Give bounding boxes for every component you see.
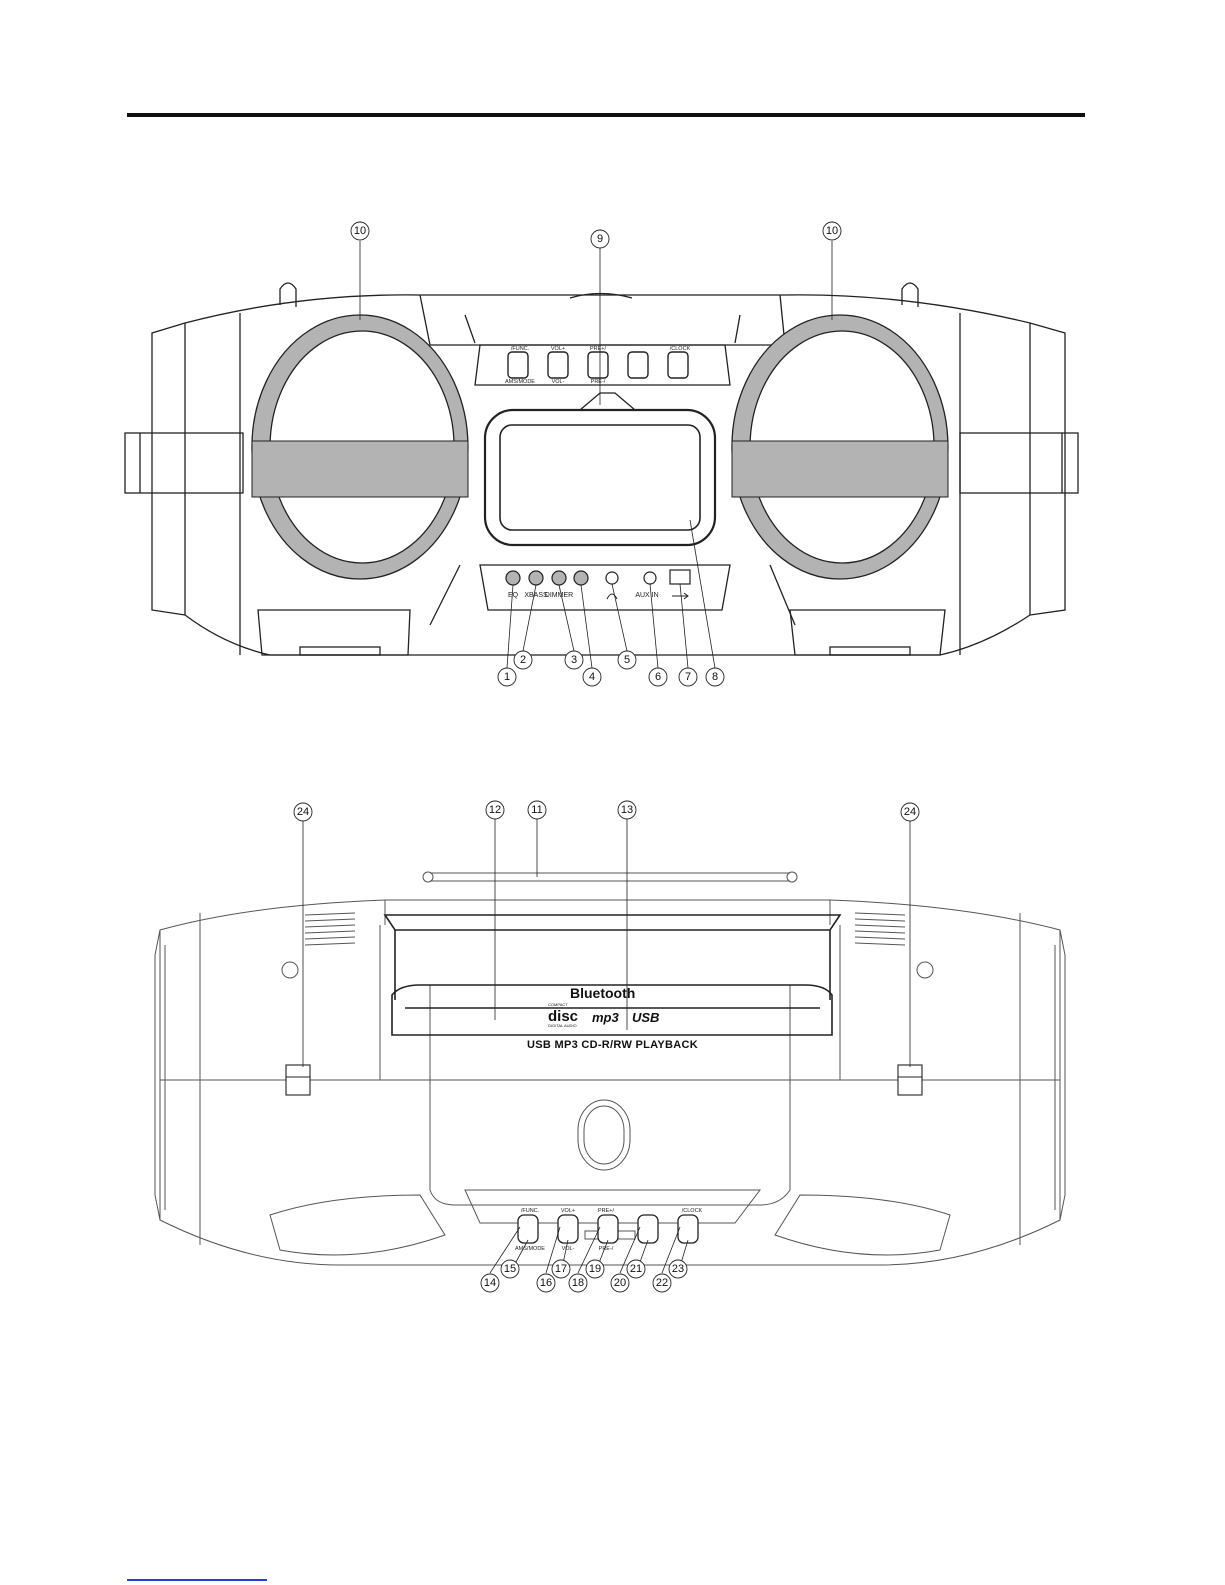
right-wing — [775, 1195, 950, 1255]
eq-button[interactable] — [506, 571, 520, 585]
callout-10-left-text: 10 — [354, 225, 366, 237]
skip-button[interactable] — [638, 1215, 658, 1243]
cd-open-button[interactable] — [578, 1100, 630, 1170]
usb-icon — [672, 593, 688, 599]
callout-9-text: 9 — [597, 233, 603, 245]
callout-21-text: 21 — [630, 1263, 642, 1275]
label-func: /FUNC. — [511, 346, 530, 352]
left-wing — [270, 1195, 445, 1255]
display-window — [500, 425, 700, 530]
play-pause-clock-button[interactable] — [678, 1215, 698, 1243]
aux-in-jack[interactable] — [644, 572, 656, 584]
boombox-front-view-figure: /FUNC. AMS/MODE VOL+ VOL- PRE+/ PRE-/ /C… — [0, 215, 1225, 695]
playback-text: USB MP3 CD-R/RW PLAYBACK — [527, 1039, 698, 1051]
callout-23-text: 23 — [672, 1263, 684, 1275]
right-end-cap — [1030, 323, 1065, 615]
xbass-button[interactable] — [529, 571, 543, 585]
left-speaker-bar — [252, 441, 468, 497]
top-label-pre-minus: PRE-/ — [599, 1246, 614, 1252]
top-label-vol-plus: VOL+ — [561, 1208, 575, 1214]
callout-5-text: 5 — [624, 654, 630, 666]
disc-logo-bottom: DIGITAL AUDIO — [548, 1023, 577, 1028]
callout-10-right-text: 10 — [826, 225, 838, 237]
right-speaker-bar — [732, 441, 948, 497]
label-vol-minus: VOL- — [552, 379, 565, 385]
right-foot — [790, 610, 945, 655]
top-cradle — [420, 295, 785, 345]
label-pre-plus: PRE+/ — [590, 346, 607, 352]
callout-12-text: 12 — [489, 804, 501, 816]
callout-14-text: 14 — [484, 1277, 496, 1289]
callout-22-text: 22 — [656, 1277, 668, 1289]
top-buttons-front — [508, 352, 688, 378]
callout-19-text: 19 — [589, 1263, 601, 1275]
top-button-5[interactable] — [668, 352, 688, 378]
vol-button[interactable] — [558, 1215, 578, 1243]
light-button[interactable] — [574, 571, 588, 585]
callout-6-text: 6 — [655, 671, 661, 683]
label-pre-minus: PRE-/ — [591, 379, 606, 385]
power-func-button[interactable] — [518, 1215, 538, 1243]
top-label-func: /FUNC. — [521, 1208, 540, 1214]
left-latch — [286, 1065, 310, 1095]
callout-7-text: 7 — [685, 671, 691, 683]
top-label-ams-mode: AMS/MODE — [515, 1246, 545, 1252]
dimmer-button[interactable] — [552, 571, 566, 585]
top-panel-buttons — [518, 1215, 698, 1243]
callout-17-text: 17 — [555, 1263, 567, 1275]
pre-button[interactable] — [598, 1215, 618, 1243]
callout-3-text: 3 — [571, 654, 577, 666]
aux-in-label: AUX IN — [635, 592, 658, 599]
page-footer-link-line — [127, 1579, 267, 1581]
top-button-4[interactable] — [628, 352, 648, 378]
right-vent — [855, 913, 905, 945]
callout-24-left-text: 24 — [297, 806, 309, 818]
display-outer-bezel — [485, 410, 715, 545]
page-header-rule — [127, 113, 1085, 117]
headphone-jack[interactable] — [606, 572, 618, 584]
top-button-2[interactable] — [548, 352, 568, 378]
left-end-cap — [152, 323, 185, 615]
callout-20-text: 20 — [614, 1277, 626, 1289]
top-label-vol-minus: VOL- — [562, 1246, 575, 1252]
mp3-logo: mp3 — [592, 1010, 620, 1025]
boombox-top-view-figure: Bluetooth COMPACT disc DIGITAL AUDIO mp3… — [0, 795, 1225, 1375]
callout-1-text: 1 — [504, 671, 510, 683]
callout-4-text: 4 — [589, 671, 595, 683]
left-handle — [125, 433, 243, 493]
top-right-end — [1060, 930, 1065, 1220]
top-button-3[interactable] — [588, 352, 608, 378]
display-pedestal — [580, 393, 635, 410]
callout-24-right-text: 24 — [904, 806, 916, 818]
callout-2-text: 2 — [520, 654, 526, 666]
label-clock: /CLOCK — [670, 346, 691, 352]
front-jack-panel — [480, 565, 730, 610]
top-label-clock: /CLOCK — [682, 1208, 703, 1214]
top-left-end — [155, 930, 160, 1220]
left-vent — [305, 913, 355, 945]
callout-8-text: 8 — [712, 671, 718, 683]
right-latch — [898, 1065, 922, 1095]
usb-port[interactable] — [670, 570, 690, 584]
callout-13-text: 13 — [621, 804, 633, 816]
eq-label: EQ — [508, 592, 519, 599]
label-vol-plus: VOL+ — [551, 346, 565, 352]
callout-16-text: 16 — [540, 1277, 552, 1289]
usb-logo: USB — [632, 1010, 659, 1025]
bluetooth-logo: Bluetooth — [570, 985, 635, 1001]
top-label-pre-plus: PRE+/ — [598, 1208, 615, 1214]
dimmer-label: DIMMER — [545, 592, 573, 599]
label-ams-mode: AMS/MODE — [505, 379, 535, 385]
disc-logo-top: COMPACT — [548, 1002, 568, 1007]
left-foot — [258, 610, 410, 655]
front-controls — [506, 570, 690, 585]
top-carry-slot — [570, 294, 632, 299]
callout-15-text: 15 — [504, 1263, 516, 1275]
callout-18-text: 18 — [572, 1277, 584, 1289]
right-strap-loop — [902, 283, 918, 307]
right-handle — [960, 433, 1078, 493]
top-button-1[interactable] — [508, 352, 528, 378]
carry-handle — [385, 915, 840, 930]
callout-11-text: 11 — [531, 804, 542, 816]
